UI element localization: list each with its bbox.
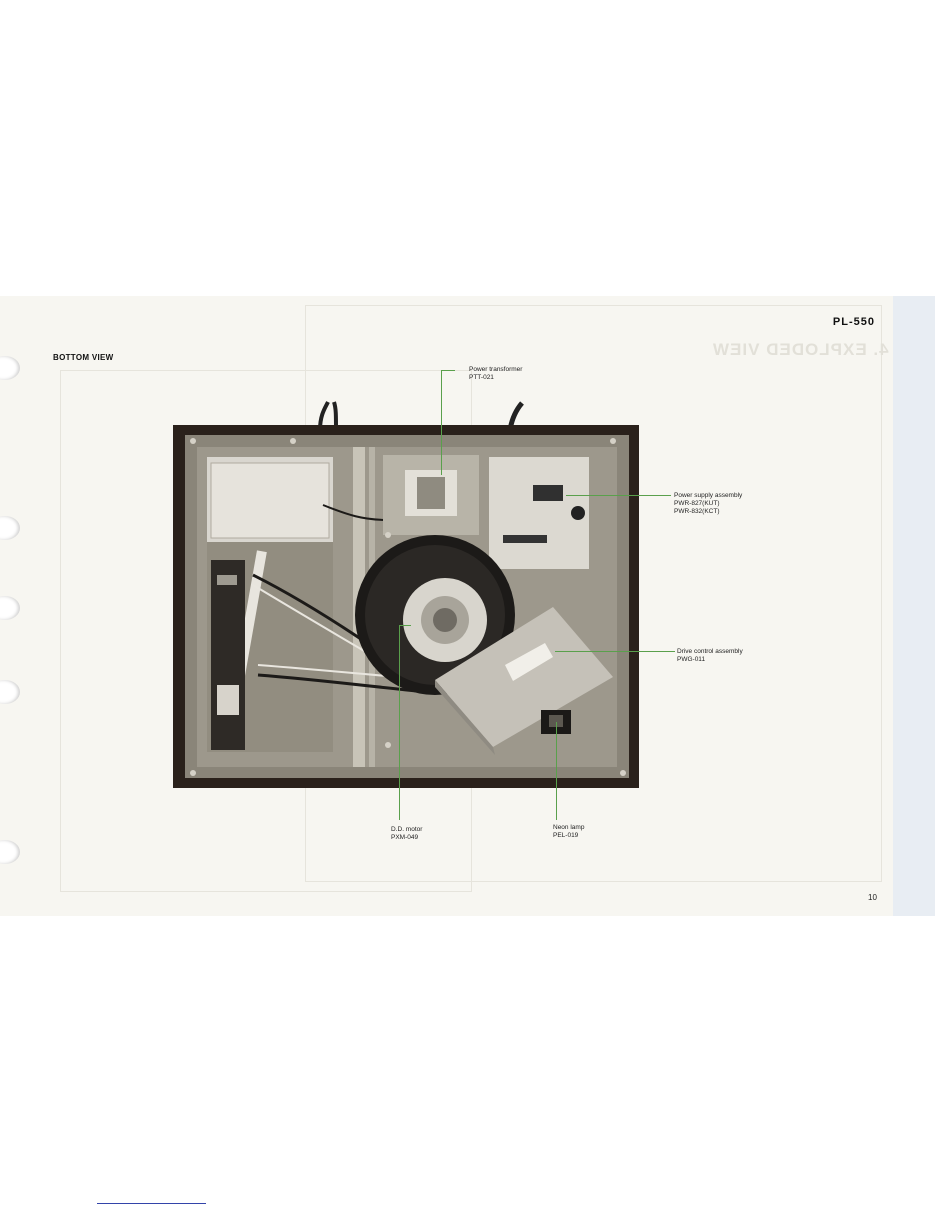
bleed-through-title: 4. EXPLODED VIEW bbox=[712, 340, 889, 359]
turntable-bottom-illustration bbox=[173, 425, 639, 788]
callout-drive-control: Drive control assembly PWG-011 bbox=[677, 648, 743, 664]
section-title: BOTTOM VIEW bbox=[53, 353, 114, 362]
callout-name: Power supply assembly bbox=[674, 492, 743, 499]
punch-hole bbox=[0, 596, 20, 620]
callout-line bbox=[399, 625, 411, 626]
callout-power-supply: Power supply assembly PWR-827(KUT) PWR-8… bbox=[674, 492, 742, 516]
punch-hole bbox=[0, 516, 20, 540]
callout-name: D.D. motor bbox=[391, 826, 423, 833]
callout-neon-lamp: Neon lamp PEL-019 bbox=[553, 824, 584, 840]
footer-rule bbox=[97, 1203, 206, 1204]
callout-line bbox=[556, 722, 557, 820]
punch-hole bbox=[0, 680, 20, 704]
bottom-view-photo bbox=[173, 425, 639, 788]
punch-hole bbox=[0, 356, 20, 380]
callout-part: PTT-021 bbox=[469, 374, 494, 381]
punch-hole bbox=[0, 840, 20, 864]
callout-line bbox=[441, 370, 455, 371]
callout-name: Drive control assembly bbox=[677, 648, 743, 655]
callout-name: Neon lamp bbox=[553, 824, 585, 831]
callout-part: PWG-011 bbox=[677, 656, 706, 663]
callout-part: PWR-827(KUT) bbox=[674, 500, 720, 507]
sheet-edge bbox=[893, 296, 935, 916]
model-number: PL-550 bbox=[832, 316, 875, 328]
callout-name: Power transformer bbox=[469, 366, 523, 373]
callout-part: PXM-049 bbox=[391, 834, 419, 841]
page-number: 10 bbox=[868, 893, 877, 902]
callout-part: PEL-019 bbox=[553, 832, 579, 839]
callout-power-transformer: Power transformer PTT-021 bbox=[469, 366, 522, 382]
callout-dd-motor: D.D. motor PXM-049 bbox=[391, 826, 422, 842]
callout-line bbox=[399, 625, 400, 820]
callout-line bbox=[555, 651, 675, 652]
callout-line bbox=[566, 495, 671, 496]
callout-part: PWR-832(KCT) bbox=[674, 508, 720, 515]
callout-line bbox=[441, 370, 442, 475]
